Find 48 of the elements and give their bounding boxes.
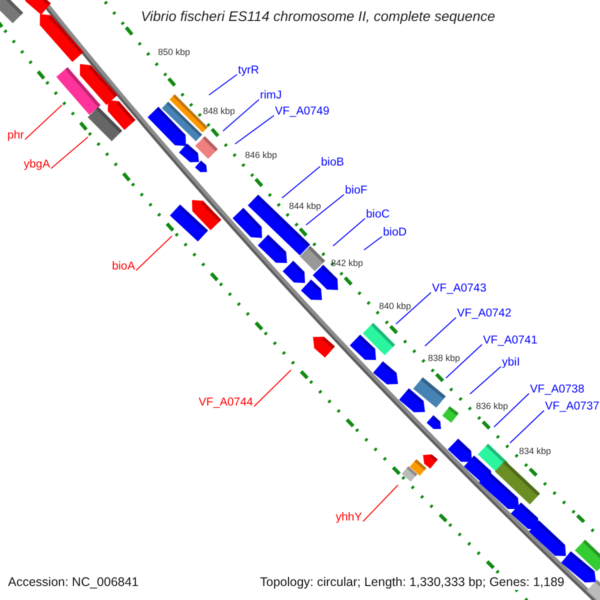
- position-label: 840 kbp: [379, 301, 412, 311]
- gene-label: tyrR: [238, 64, 260, 78]
- leader-line: [306, 194, 344, 226]
- leader-line: [470, 366, 502, 394]
- leader-line: [332, 218, 366, 246]
- position-label: 850 kbp: [158, 47, 190, 57]
- leader-line: [50, 136, 88, 169]
- gene-label: bioF: [345, 184, 368, 198]
- leader-line: [222, 99, 260, 132]
- leader-line: [24, 104, 62, 140]
- position-label: 834 kbp: [519, 446, 552, 456]
- gene-label: phr: [7, 130, 24, 142]
- gene-label: rimJ: [260, 90, 282, 102]
- gene-label: ybiI: [502, 356, 520, 370]
- leader-line: [208, 74, 238, 96]
- position-label: 846 kbp: [245, 150, 278, 160]
- position-label: 848 kbp: [203, 106, 236, 116]
- leader-line: [364, 236, 382, 250]
- leader-line: [446, 344, 482, 378]
- gene-label: VF_A0737: [545, 400, 600, 414]
- footer-text: Accession: NC_006841: [6, 575, 141, 590]
- gene-label: VF_A0744: [198, 396, 253, 410]
- gene-label: VF_A0738: [530, 384, 584, 396]
- gene-label: bioC: [366, 208, 390, 222]
- position-label: 842 kbp: [331, 258, 364, 268]
- position-label: 836 kbp: [476, 401, 508, 411]
- footer-text: Topology: circular; Length: 1,330,333 bp; Genes: 1,189: [258, 575, 566, 590]
- leader-line: [362, 484, 398, 522]
- leader-line: [254, 370, 292, 407]
- position-label: 844 kbp: [289, 201, 322, 211]
- position-label: 838 kbp: [428, 353, 460, 363]
- gene-label: VF_A0743: [432, 282, 486, 296]
- leader-line: [234, 115, 274, 144]
- gene-label: VF_A0749: [275, 106, 330, 118]
- gene-label: bioA: [112, 260, 135, 274]
- gene-label: ybgA: [24, 158, 50, 172]
- gene-label: bioB: [321, 156, 344, 170]
- gene-label: bioD: [383, 226, 407, 240]
- leader-line: [136, 236, 172, 271]
- gene-label: VF_A0741: [483, 334, 538, 348]
- leader-line: [396, 292, 432, 324]
- gene-label: yhhY: [336, 512, 362, 524]
- chart-title: Vibrio fischeri ES114 chromosome II, complete sequence: [140, 8, 496, 24]
- leader-line: [424, 317, 456, 346]
- leader-line: [494, 393, 530, 428]
- leader-line: [282, 166, 320, 198]
- gene-label: VF_A0742: [457, 308, 512, 320]
- leader-line: [510, 410, 544, 444]
